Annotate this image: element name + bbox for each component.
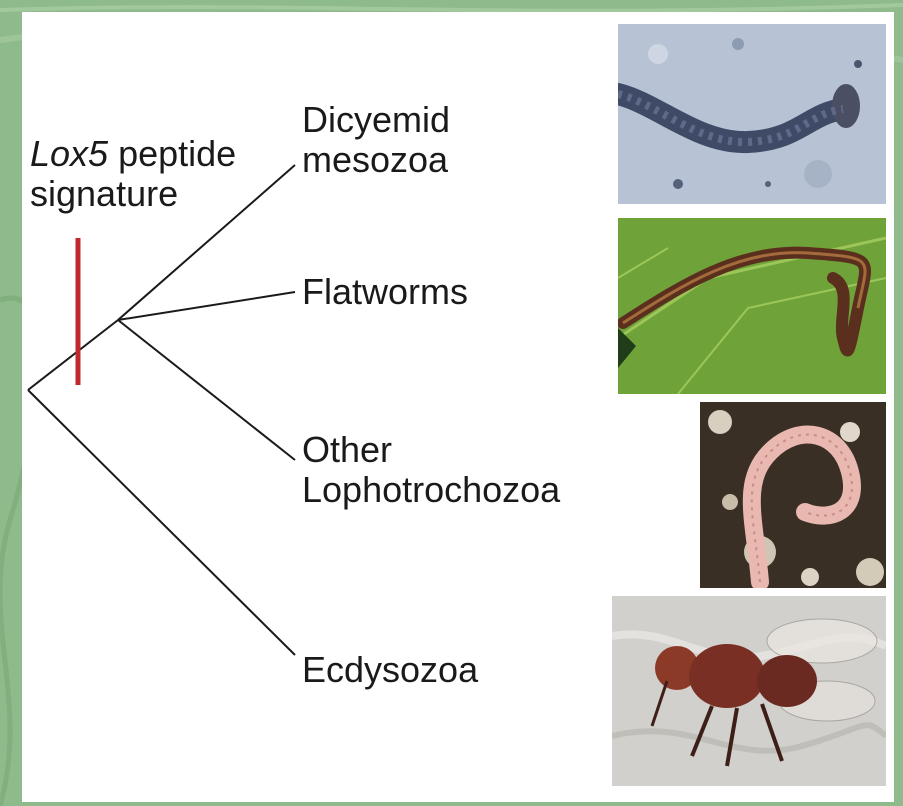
taxon-label-line1: Dicyemid xyxy=(302,100,450,140)
signature-label-line2: signature xyxy=(30,174,236,214)
taxon-label-line1: Flatworms xyxy=(302,272,468,312)
signature-label-line1-rest: peptide xyxy=(108,133,236,174)
taxon-label-line2: Lophotrochozoa xyxy=(302,470,560,510)
taxon-label-line1: Other xyxy=(302,430,560,470)
taxon-label-line2: mesozoa xyxy=(302,140,450,180)
taxon-label-other-lophotrochozoa: Other Lophotrochozoa xyxy=(302,430,560,510)
lox5-signature-label: Lox5 peptide signature xyxy=(30,134,236,214)
dicyemid-photo xyxy=(618,24,886,204)
fly-photo xyxy=(612,596,886,786)
tree-branch-root-to-ecdysozoa xyxy=(28,390,295,655)
taxon-label-line1: Ecdysozoa xyxy=(302,650,478,690)
gene-name: Lox5 xyxy=(30,133,108,174)
taxon-label-ecdysozoa: Ecdysozoa xyxy=(302,650,478,690)
tree-branch-root-to-lophotrochozoa-node xyxy=(28,320,118,390)
earthworm-photo xyxy=(700,402,886,588)
flatworm-photo xyxy=(618,218,886,394)
taxon-label-flatworms: Flatworms xyxy=(302,272,468,312)
tree-branch-to-other-lophotrochozoa xyxy=(118,320,295,460)
taxon-label-dicyemid-mesozoa: Dicyemid mesozoa xyxy=(302,100,450,180)
